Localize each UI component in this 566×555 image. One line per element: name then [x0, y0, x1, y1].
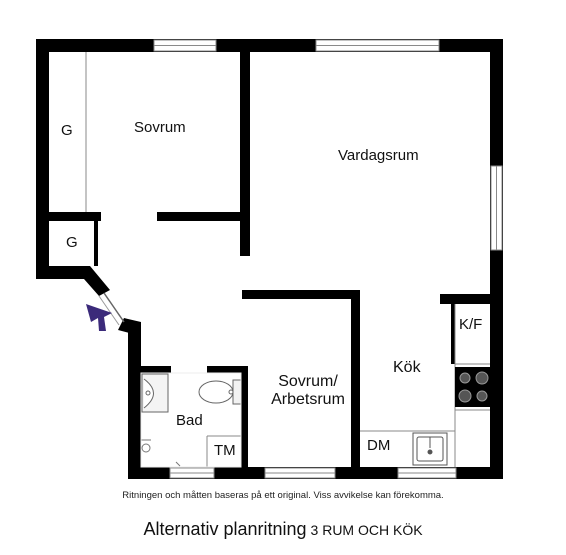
wall-kf-top: [440, 294, 496, 304]
disclaimer-note: Ritningen och måtten baseras på ett orig…: [122, 490, 444, 501]
window-bedroom: [153, 39, 217, 52]
window-office: [264, 467, 336, 479]
room-label-dryer: TM: [214, 442, 236, 459]
caption-subtitle: 3 RUM OCH KÖK: [310, 522, 423, 538]
washbasin-icon: [141, 373, 169, 413]
room-label-closet-top: G: [61, 122, 73, 139]
room-label-kitchen: Kök: [393, 359, 421, 376]
room-label-bedroom-office: Sovrum/ Arbetsrum: [258, 373, 358, 408]
wall-entry-corner-left: [36, 266, 110, 296]
room-label-bathroom: Bad: [176, 412, 203, 429]
wall-office-top: [242, 290, 360, 299]
room-label-bedroom-office-line1: Sovrum/: [278, 373, 338, 390]
room-label-dishwasher: DM: [367, 437, 391, 454]
wall-bath-top-left: [141, 366, 171, 373]
wall-bath-top-right: [207, 366, 247, 373]
bath-floor-tile: [140, 372, 242, 468]
room-label-bedroom-office-line2: Arbetsrum: [271, 390, 345, 408]
entrance-arrow-icon: [86, 304, 112, 331]
entrance-door: [98, 292, 125, 326]
wall-bedroom-right: [240, 52, 250, 256]
walls: [36, 39, 503, 479]
window-kitchen: [397, 467, 457, 479]
room-label-wardrobe-kitchen: K/F: [459, 316, 483, 333]
wall-bedroom-bottom-right: [157, 212, 247, 221]
wall-kf-left: [451, 304, 455, 364]
window-living-right: [490, 165, 503, 251]
sink-icon: [412, 432, 448, 466]
wall-closet-right: [94, 221, 98, 266]
window-bath: [169, 467, 215, 479]
toilet-icon: [198, 379, 242, 405]
wall-left-lower: [128, 322, 141, 479]
wall-bath-right: [241, 366, 248, 473]
caption-title: Alternativ planritning: [143, 519, 307, 539]
wall-bedroom-bottom-left: [49, 212, 101, 221]
floor-plan: [36, 39, 503, 479]
bathroom-fixtures: [140, 372, 242, 468]
wall-office-right: [351, 290, 360, 473]
wall-entry-corner-right: [118, 318, 141, 336]
room-label-bedroom: Sovrum: [134, 119, 186, 136]
room-label-closet-lower: G: [66, 234, 78, 251]
wall-left-upper: [36, 39, 49, 279]
room-label-living-room: Vardagsrum: [338, 147, 419, 164]
kitchen-fixtures: [412, 367, 490, 466]
wall-right: [490, 39, 503, 479]
shower-icon: [141, 439, 181, 467]
windows: [153, 39, 503, 479]
window-living-top: [315, 39, 440, 52]
